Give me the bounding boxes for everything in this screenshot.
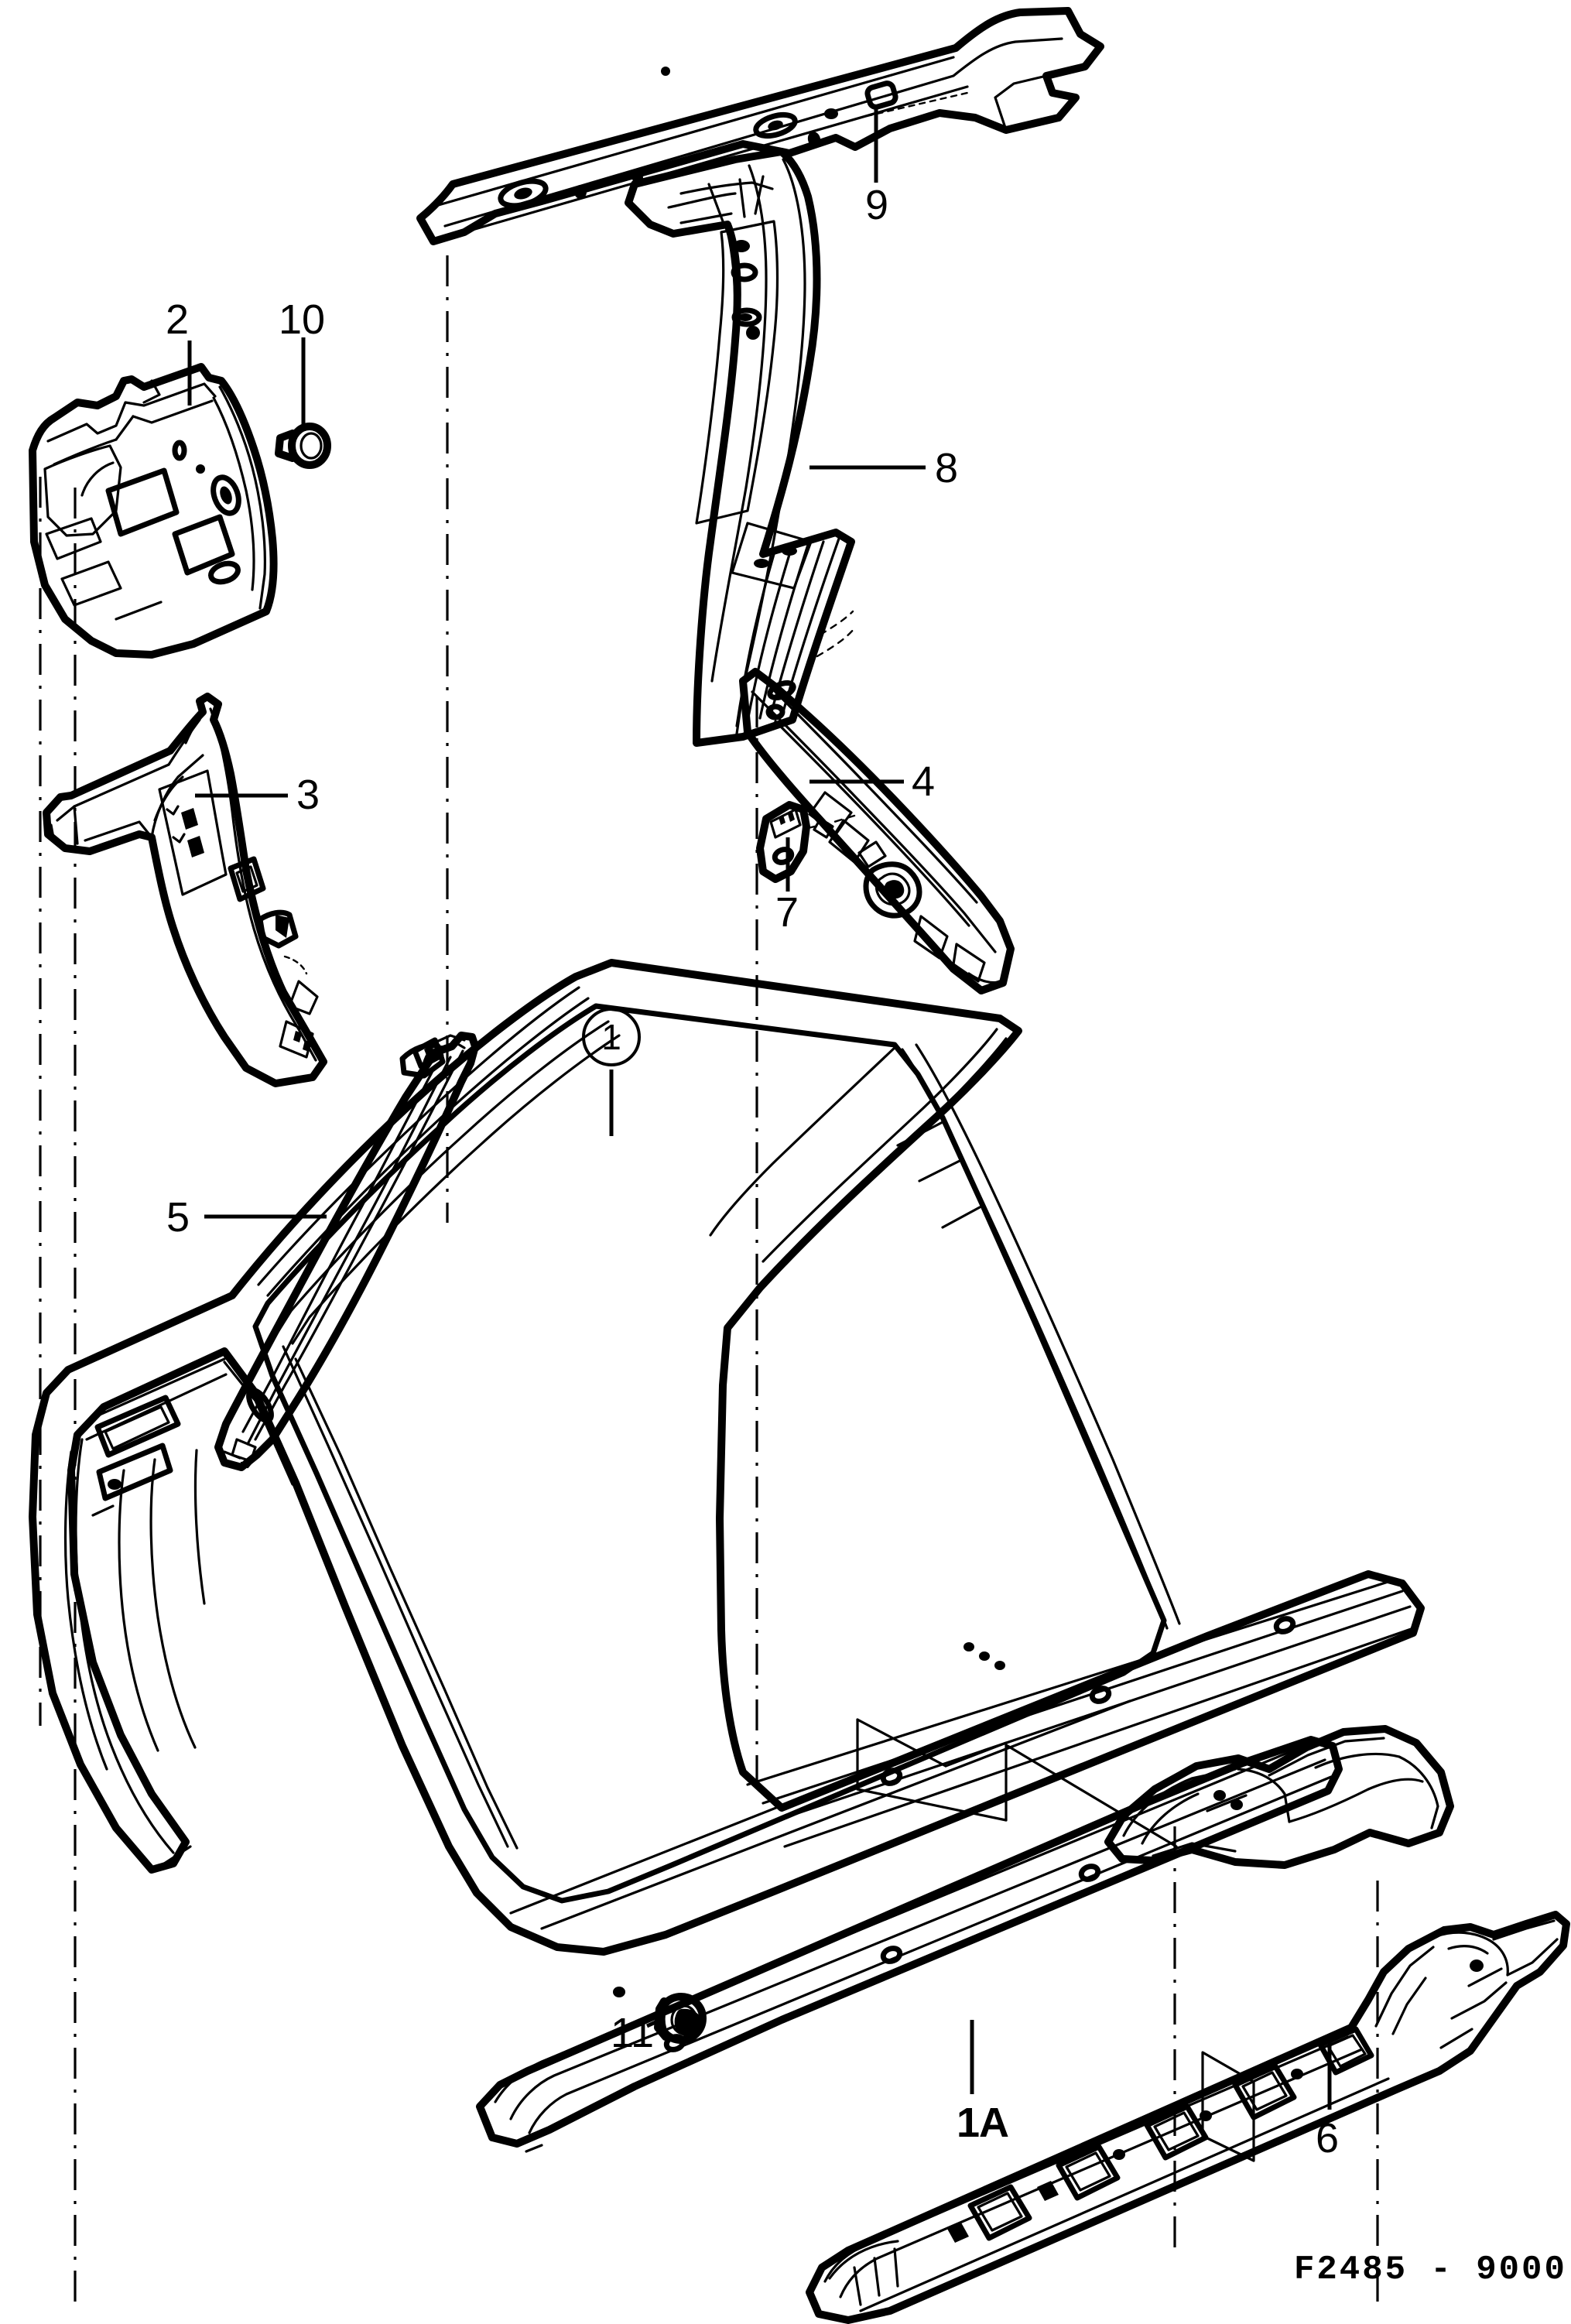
- callout-label-10: 10: [279, 296, 326, 343]
- callout-label-3: 3: [296, 772, 320, 818]
- callout-label-4: 4: [912, 758, 936, 805]
- callout-label-5: 5: [166, 1194, 190, 1241]
- callout-label-7: 7: [775, 889, 799, 936]
- part-7-clip-retainer: [756, 801, 856, 883]
- rocker-end-bracket: [1104, 1725, 1454, 1869]
- part-9-roof-side-rail: [416, 7, 1104, 245]
- part-10-grommet-plug: [275, 423, 331, 469]
- drawing-number: F2485 - 9000: [1294, 2250, 1567, 2289]
- callout-label-1a: 1A: [957, 2100, 1009, 2146]
- part-1a-rocker-panel-outer: [476, 1736, 1343, 2153]
- callout-label-2: 2: [166, 296, 190, 343]
- part-3-hinge-pillar-reinforcement: [43, 693, 327, 1087]
- part-4-lower-rail-reinforcement: [739, 668, 1015, 994]
- callout-label-8: 8: [935, 445, 959, 491]
- callout-label-1: 1: [582, 1008, 641, 1066]
- callout-label-11: 11: [611, 2010, 655, 2056]
- callout-label-9: 9: [865, 182, 889, 228]
- part-2-upper-bracket-panel: [29, 363, 278, 659]
- part-1-body-side-outer-frame: [29, 959, 1425, 1956]
- part-6-rocker-inner-reinforcement: [806, 1911, 1570, 2324]
- part-8-centre-b-pillar: [625, 148, 856, 747]
- leader-lines: [187, 108, 1332, 2162]
- callout-label-6: 6: [1316, 2115, 1340, 2161]
